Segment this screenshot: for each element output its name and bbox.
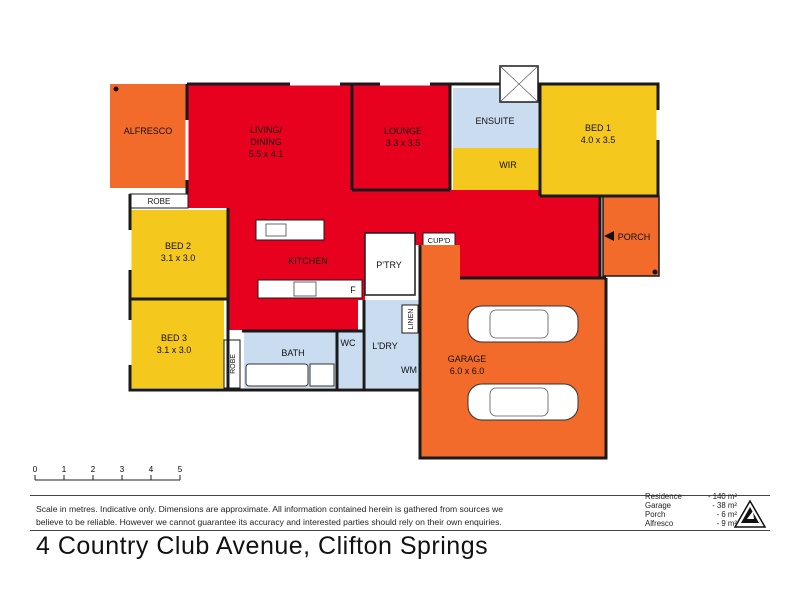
north-arrow-icon [733, 499, 767, 528]
area-label: Alfresco [645, 519, 674, 528]
shower-bath [309, 363, 335, 387]
scale-tick-3: 3 [120, 465, 125, 474]
alfresco-area [110, 84, 186, 188]
area-row: Alfresco - 9 m² [645, 519, 737, 528]
linen-label: LINEN [408, 309, 415, 330]
lounge-label: LOUNGE [384, 126, 422, 136]
bed3-room [130, 300, 224, 388]
shower-x2 [499, 65, 539, 103]
alfresco-label: ALFRESCO [124, 126, 173, 136]
scale-tick-4: 4 [149, 465, 154, 474]
fridge-label: F [350, 285, 356, 295]
car-bottom [467, 383, 579, 421]
living-dims: 5.5 x 4.1 [249, 149, 284, 159]
area-label: Porch [645, 510, 666, 519]
wc-room [338, 332, 362, 388]
area-value: - 140 m² [707, 492, 737, 501]
wir-label: WIR [499, 160, 517, 170]
pantry-room [364, 232, 416, 296]
area-row: Garage - 38 m² [645, 501, 737, 510]
area-label: Garage [645, 501, 672, 510]
area-value: - 9 m² [716, 519, 737, 528]
bed1-label: BED 1 [585, 123, 611, 133]
entry-arrow-icon [604, 231, 614, 241]
scale-tick-0: 0 [33, 465, 38, 474]
divider-top [30, 495, 770, 496]
disclaimer-line-1: Scale in metres. Indicative only. Dimens… [36, 504, 503, 514]
robe-top-label: ROBE [148, 197, 171, 206]
bed2-dims: 3.1 x 3.0 [161, 253, 196, 263]
area-summary: Residence - 140 m² Garage - 38 m² Porch - 6… [645, 492, 737, 528]
sink [265, 223, 287, 237]
bed1-dims: 4.0 x 3.5 [581, 135, 616, 145]
cupd-label: CUP'D [428, 236, 451, 245]
scale-tick-2: 2 [91, 465, 96, 474]
disclaimer-line-2: believe to be reliable. However we canno… [36, 517, 502, 527]
area-row: Porch - 6 m² [645, 510, 737, 519]
area-row: Residence - 140 m² [645, 492, 737, 501]
scale-tick-marks [34, 475, 181, 480]
living-label-2: DINING [250, 137, 282, 147]
area-label: Residence [645, 492, 682, 501]
windows [128, 82, 660, 365]
laundry-label: L'DRY [372, 341, 398, 351]
scale-tick-1: 1 [62, 465, 67, 474]
scale-tick-5: 5 [178, 465, 183, 474]
scale-bar: 0 1 2 3 4 5 [33, 465, 183, 481]
bed2-label: BED 2 [165, 241, 191, 251]
wir-room [453, 148, 540, 190]
bed3-dims: 3.1 x 3.0 [157, 345, 192, 355]
car-top [467, 305, 579, 343]
lounge-dims: 3.3 x 3.5 [386, 138, 421, 148]
ensuite-label: ENSUITE [475, 116, 514, 126]
floor-plan: ALFRESCO LIVING/ DINING 5.5 x 4.1 LOUNGE… [110, 65, 660, 460]
bathtub [245, 363, 309, 387]
living-zone [187, 84, 600, 330]
wall-ensuite-top [538, 82, 660, 196]
disclaimer: Scale in metres. Indicative only. Dimens… [36, 503, 626, 529]
bath-label: BATH [281, 348, 304, 358]
bed3-label: BED 3 [161, 333, 187, 343]
robe-side-label: ROBE [230, 354, 237, 374]
wall-garage [418, 245, 608, 460]
property-address: 4 Country Club Avenue, Clifton Springs [36, 532, 489, 560]
alfresco-post [113, 86, 119, 92]
divider-bottom [30, 530, 770, 531]
cooktop [293, 281, 317, 297]
bed2-room [130, 210, 228, 298]
wm-label: WM [401, 365, 417, 375]
linen-box [401, 304, 419, 334]
porch-post [652, 269, 658, 275]
kitchen-label: KITCHEN [288, 256, 328, 266]
wc-label: WC [341, 338, 356, 348]
living-label-1: LIVING/ [250, 125, 283, 135]
pantry-label: P'TRY [376, 260, 402, 270]
area-value: - 38 m² [712, 501, 737, 510]
bed1-room [540, 84, 658, 196]
garage-dims: 6.0 x 6.0 [450, 366, 485, 376]
garage-label: GARAGE [448, 354, 487, 364]
porch-label: PORCH [618, 232, 651, 242]
area-value: - 6 m² [716, 510, 737, 519]
